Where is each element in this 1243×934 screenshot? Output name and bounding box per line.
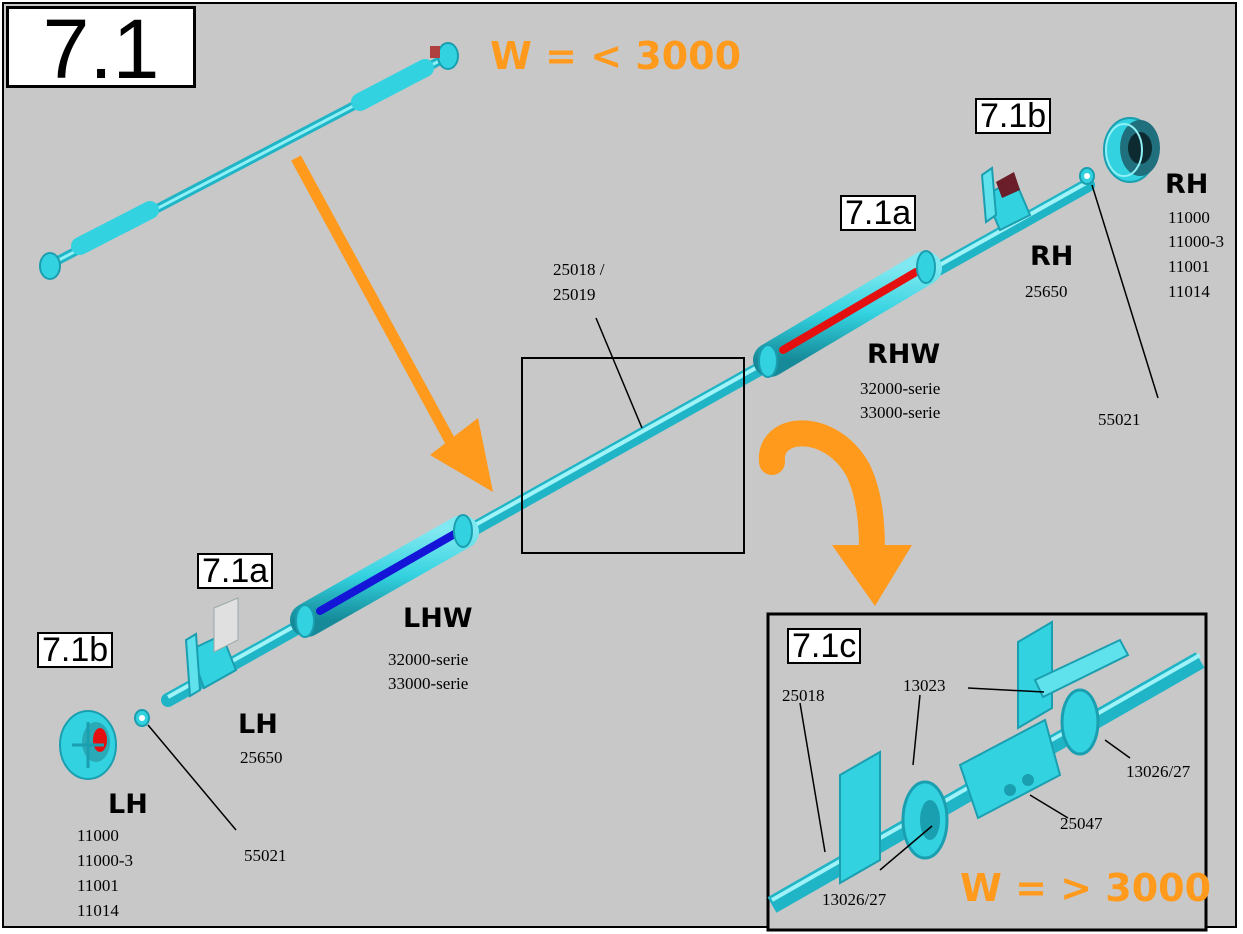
right-bracket <box>980 166 1032 232</box>
right-end-title: RH <box>1165 169 1209 200</box>
tag-lh-7-1a: 7.1a <box>197 553 274 589</box>
right-spring-title: RHW <box>867 339 941 370</box>
right-spring <box>753 250 942 378</box>
right-bracket-title: RH <box>1030 241 1074 272</box>
orange-arrow-curved <box>758 420 912 606</box>
right-end-code-4: 11014 <box>1168 282 1210 301</box>
right-end-code-3: 11001 <box>1168 257 1210 276</box>
left-collar <box>134 709 150 727</box>
orange-arrow-down <box>291 155 493 492</box>
right-spring-code-2: 33000-serie <box>860 403 941 422</box>
inset-bearing-bottom-code: 13026/27 <box>822 890 887 909</box>
inset-coupling-code: 25047 <box>1060 814 1103 833</box>
tag-rh-7-1b: 7.1b <box>975 98 1052 134</box>
left-spring-title: LHW <box>403 603 473 634</box>
shaft-code-line1: 25018 / <box>553 260 605 279</box>
left-spring-code-2: 33000-serie <box>388 674 469 693</box>
leader-lines <box>147 184 1159 871</box>
left-end-title: LH <box>108 789 148 820</box>
right-bracket-code: 25650 <box>1025 282 1068 301</box>
width-small-label: W = < 3000 <box>490 34 742 78</box>
right-collar <box>1079 167 1095 185</box>
tag-rh-7-1a: 7.1a <box>840 195 917 231</box>
right-spring-code-1: 32000-serie <box>860 379 941 398</box>
detail-frame <box>521 357 745 554</box>
left-end-code-3: 11001 <box>77 876 119 895</box>
left-end-cap <box>59 710 117 780</box>
left-spring <box>290 514 479 638</box>
overview-shaft <box>39 42 459 280</box>
inset-bracket-code: 13023 <box>903 676 946 695</box>
left-spring-code-1: 32000-serie <box>388 650 469 669</box>
inset-assembly <box>767 620 1205 913</box>
left-bracket-title: LH <box>238 709 278 740</box>
right-end-cap <box>1103 117 1160 183</box>
left-bracket-code: 25650 <box>240 748 283 767</box>
inset-bearing-top-code: 13026/27 <box>1126 762 1191 781</box>
left-end-code-4: 11014 <box>77 901 119 920</box>
tag-inset-7-1c: 7.1c <box>787 628 862 664</box>
tag-lh-7-1b: 7.1b <box>37 632 114 668</box>
right-end-code-1: 11000 <box>1168 208 1210 227</box>
inset-shaft-code: 25018 <box>782 686 825 705</box>
right-end-code-2: 11000-3 <box>1168 232 1225 251</box>
left-collar-code: 55021 <box>244 846 287 865</box>
shaft-code-line2: 25019 <box>553 285 596 304</box>
left-end-code-1: 11000 <box>77 826 119 845</box>
right-collar-code: 55021 <box>1098 410 1141 429</box>
left-bracket <box>184 597 239 698</box>
section-number: 7.1 <box>6 6 196 91</box>
width-large-label: W = > 3000 <box>960 866 1212 910</box>
left-end-code-2: 11000-3 <box>77 851 134 870</box>
